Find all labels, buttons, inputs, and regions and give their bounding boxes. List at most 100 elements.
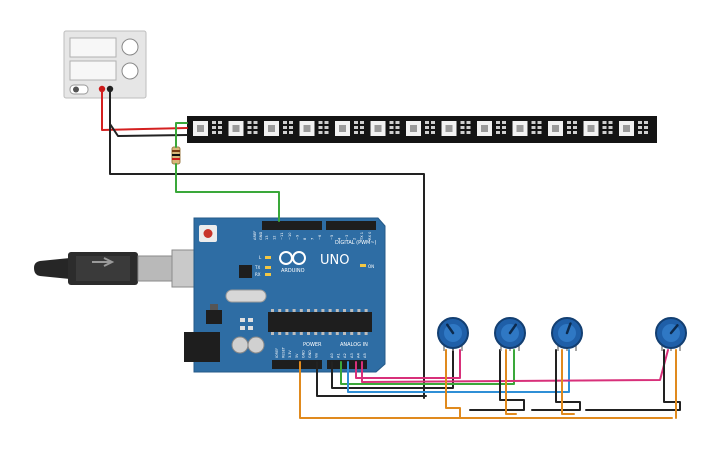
potentiometers[interactable] (437, 317, 687, 351)
wires[interactable] (101, 91, 681, 419)
brand-label: ARDUINO (281, 268, 305, 274)
chip-pin (307, 332, 310, 335)
analog-pin-label: A2 (343, 353, 347, 358)
digital-pin-label: 7 (311, 238, 315, 240)
led-pixel[interactable] (406, 121, 435, 136)
negative-terminal[interactable] (106, 85, 114, 93)
led-pixel[interactable] (228, 121, 258, 136)
led-pixel[interactable] (264, 121, 293, 136)
wire-black-pot4 (585, 349, 681, 411)
chip-pin (278, 309, 282, 312)
chip-pin (335, 309, 339, 312)
atmega328p-chip (268, 312, 372, 332)
positive-terminal[interactable] (98, 85, 106, 93)
resistor[interactable] (171, 146, 181, 165)
chip-pin (278, 332, 282, 335)
led-pixel[interactable] (512, 121, 542, 136)
chip-pin (343, 309, 346, 312)
analog-pin-label: A0 (330, 353, 334, 358)
svg-text:RX: RX (255, 272, 261, 277)
potentiometer[interactable] (655, 317, 687, 351)
digital-pin-label: 8 (303, 237, 307, 240)
crystal-oscillator (225, 289, 267, 303)
aref-pin-label: AREF (253, 231, 257, 240)
chip-pin (357, 332, 361, 335)
led-pixel[interactable] (335, 121, 364, 136)
usb-cable (34, 249, 207, 288)
potentiometer[interactable] (551, 317, 583, 351)
power-pin-label: 3.3V (288, 350, 292, 358)
chip-pin (335, 332, 339, 335)
led-strip[interactable] (187, 116, 657, 143)
led-pixel[interactable] (299, 121, 329, 136)
wire-green-a1 (340, 349, 515, 385)
led-pixel[interactable] (193, 121, 222, 136)
wire-black-pot3 (531, 349, 581, 411)
current-knob[interactable] (121, 62, 139, 80)
chip-pin (271, 309, 274, 312)
knob-indicator (565, 322, 572, 335)
analog-pin-label: A5 (363, 353, 367, 358)
svg-text:TX: TX (254, 265, 260, 270)
digital-pin-label: ~10 (288, 232, 292, 240)
wire-green-strip-resistor (175, 122, 188, 148)
knob-indicator (669, 324, 679, 335)
wire-blue-a2 (347, 349, 570, 393)
chip-pin (357, 309, 361, 312)
chip-pin (292, 309, 296, 312)
digital-header-1[interactable] (262, 221, 322, 230)
chip-pin (292, 332, 296, 335)
chip-pin (350, 332, 354, 335)
digital-label: DIGITAL (PWM~) (335, 240, 377, 246)
wire-green-resistor-pin (175, 163, 280, 222)
led-pixel[interactable] (441, 121, 471, 136)
chip-pin (364, 332, 368, 335)
power-pin-label: GND (301, 350, 305, 358)
digital-pin-label: 2 (353, 238, 357, 240)
power-supply[interactable] (63, 30, 147, 99)
power-pin-label: IOREF (275, 348, 279, 358)
knob-indicator (508, 323, 517, 335)
digital-pin-label: 4 (337, 237, 341, 240)
voltage-display (69, 37, 117, 58)
led-pixel[interactable] (370, 121, 400, 136)
power-pin-label: Vin (315, 353, 319, 358)
wire-pink-a0 (355, 349, 461, 379)
wire-orange-pot3 (561, 349, 575, 415)
power-header[interactable] (272, 360, 322, 369)
model-label: UNO (320, 253, 349, 268)
chip-pin (285, 332, 289, 335)
potentiometer[interactable] (437, 317, 469, 351)
atmega16u2-chip (239, 265, 252, 278)
digital-pin-label: 13 (265, 235, 269, 240)
potentiometer[interactable] (494, 317, 526, 351)
capacitor-1 (231, 336, 249, 354)
svg-text:ON: ON (368, 264, 374, 269)
chip-pin (343, 332, 346, 335)
analog-pin-label: A1 (337, 353, 341, 358)
power-pin-label: 5V (295, 353, 299, 358)
led-pixel[interactable] (619, 121, 648, 136)
analog-pin-label: A3 (350, 353, 354, 358)
chip-pin (321, 309, 325, 312)
led-pixel[interactable] (548, 121, 577, 136)
digital-header-2[interactable] (326, 221, 376, 230)
chip-pin (350, 309, 354, 312)
wire-black-gnd-bus-1 (331, 339, 454, 389)
chip-pin (307, 309, 310, 312)
chip-pin (271, 332, 274, 335)
power-label: POWER (303, 342, 322, 348)
capacitor-2 (247, 336, 265, 354)
digital-pin-label: 12 (273, 235, 277, 240)
chip-pin (364, 309, 368, 312)
digital-pin-label: RX 0 (368, 231, 372, 240)
led-pixel[interactable] (583, 121, 613, 136)
wire-black-psu-gnd (109, 123, 425, 399)
digital-pin-label: ~5 (330, 235, 334, 240)
voltage-knob[interactable] (121, 38, 139, 56)
voltage-regulator (206, 310, 222, 324)
led-pixel[interactable] (477, 121, 506, 136)
digital-pin-label: ~6 (318, 234, 322, 240)
